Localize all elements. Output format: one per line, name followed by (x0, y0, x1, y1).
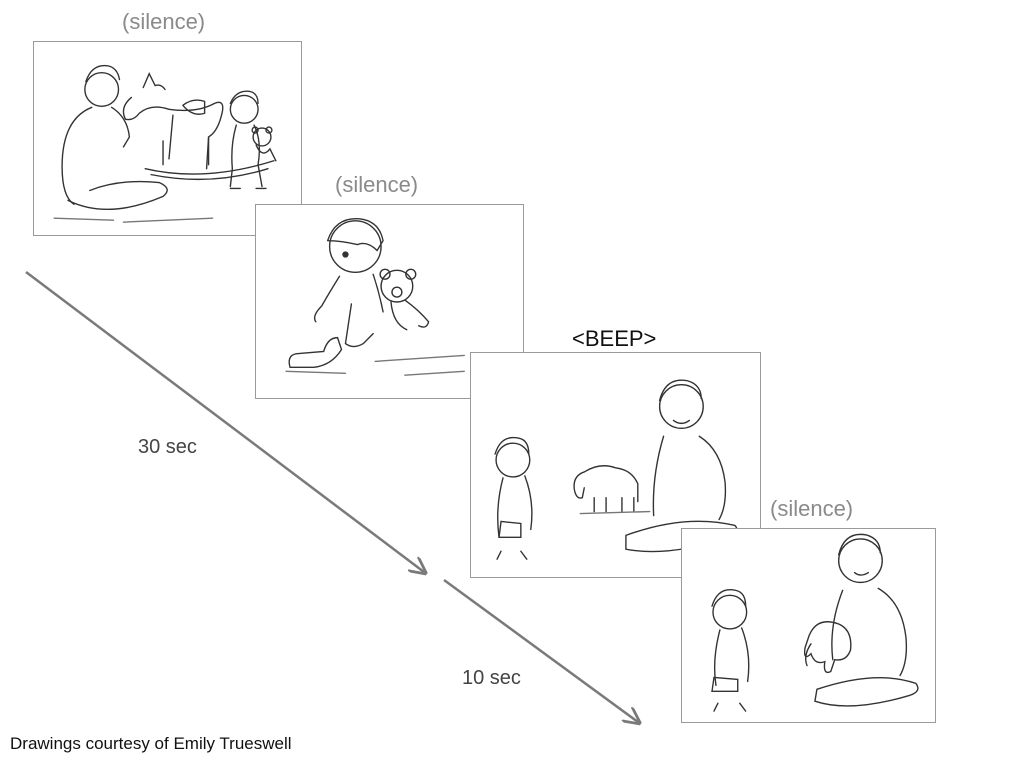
duration-30-sec: 30 sec (138, 436, 197, 458)
frame-4-label: (silence) (770, 496, 854, 521)
duration-10-sec: 10 sec (462, 667, 521, 689)
arrow-30-sec (25, 271, 424, 572)
frame-2-drawing (285, 218, 465, 376)
frame-4-drawing (711, 533, 919, 712)
arrow-10-sec (443, 578, 638, 722)
frame-3-label: <BEEP> (572, 326, 657, 351)
drawing-credit: Drawings courtesy of Emily Trueswell (10, 734, 292, 753)
frame-4-image (681, 528, 936, 723)
frame-1-drawing (53, 64, 277, 223)
frame-1-label: (silence) (122, 9, 206, 34)
frame-2-label: (silence) (335, 172, 419, 197)
frame-1-image (33, 41, 302, 236)
